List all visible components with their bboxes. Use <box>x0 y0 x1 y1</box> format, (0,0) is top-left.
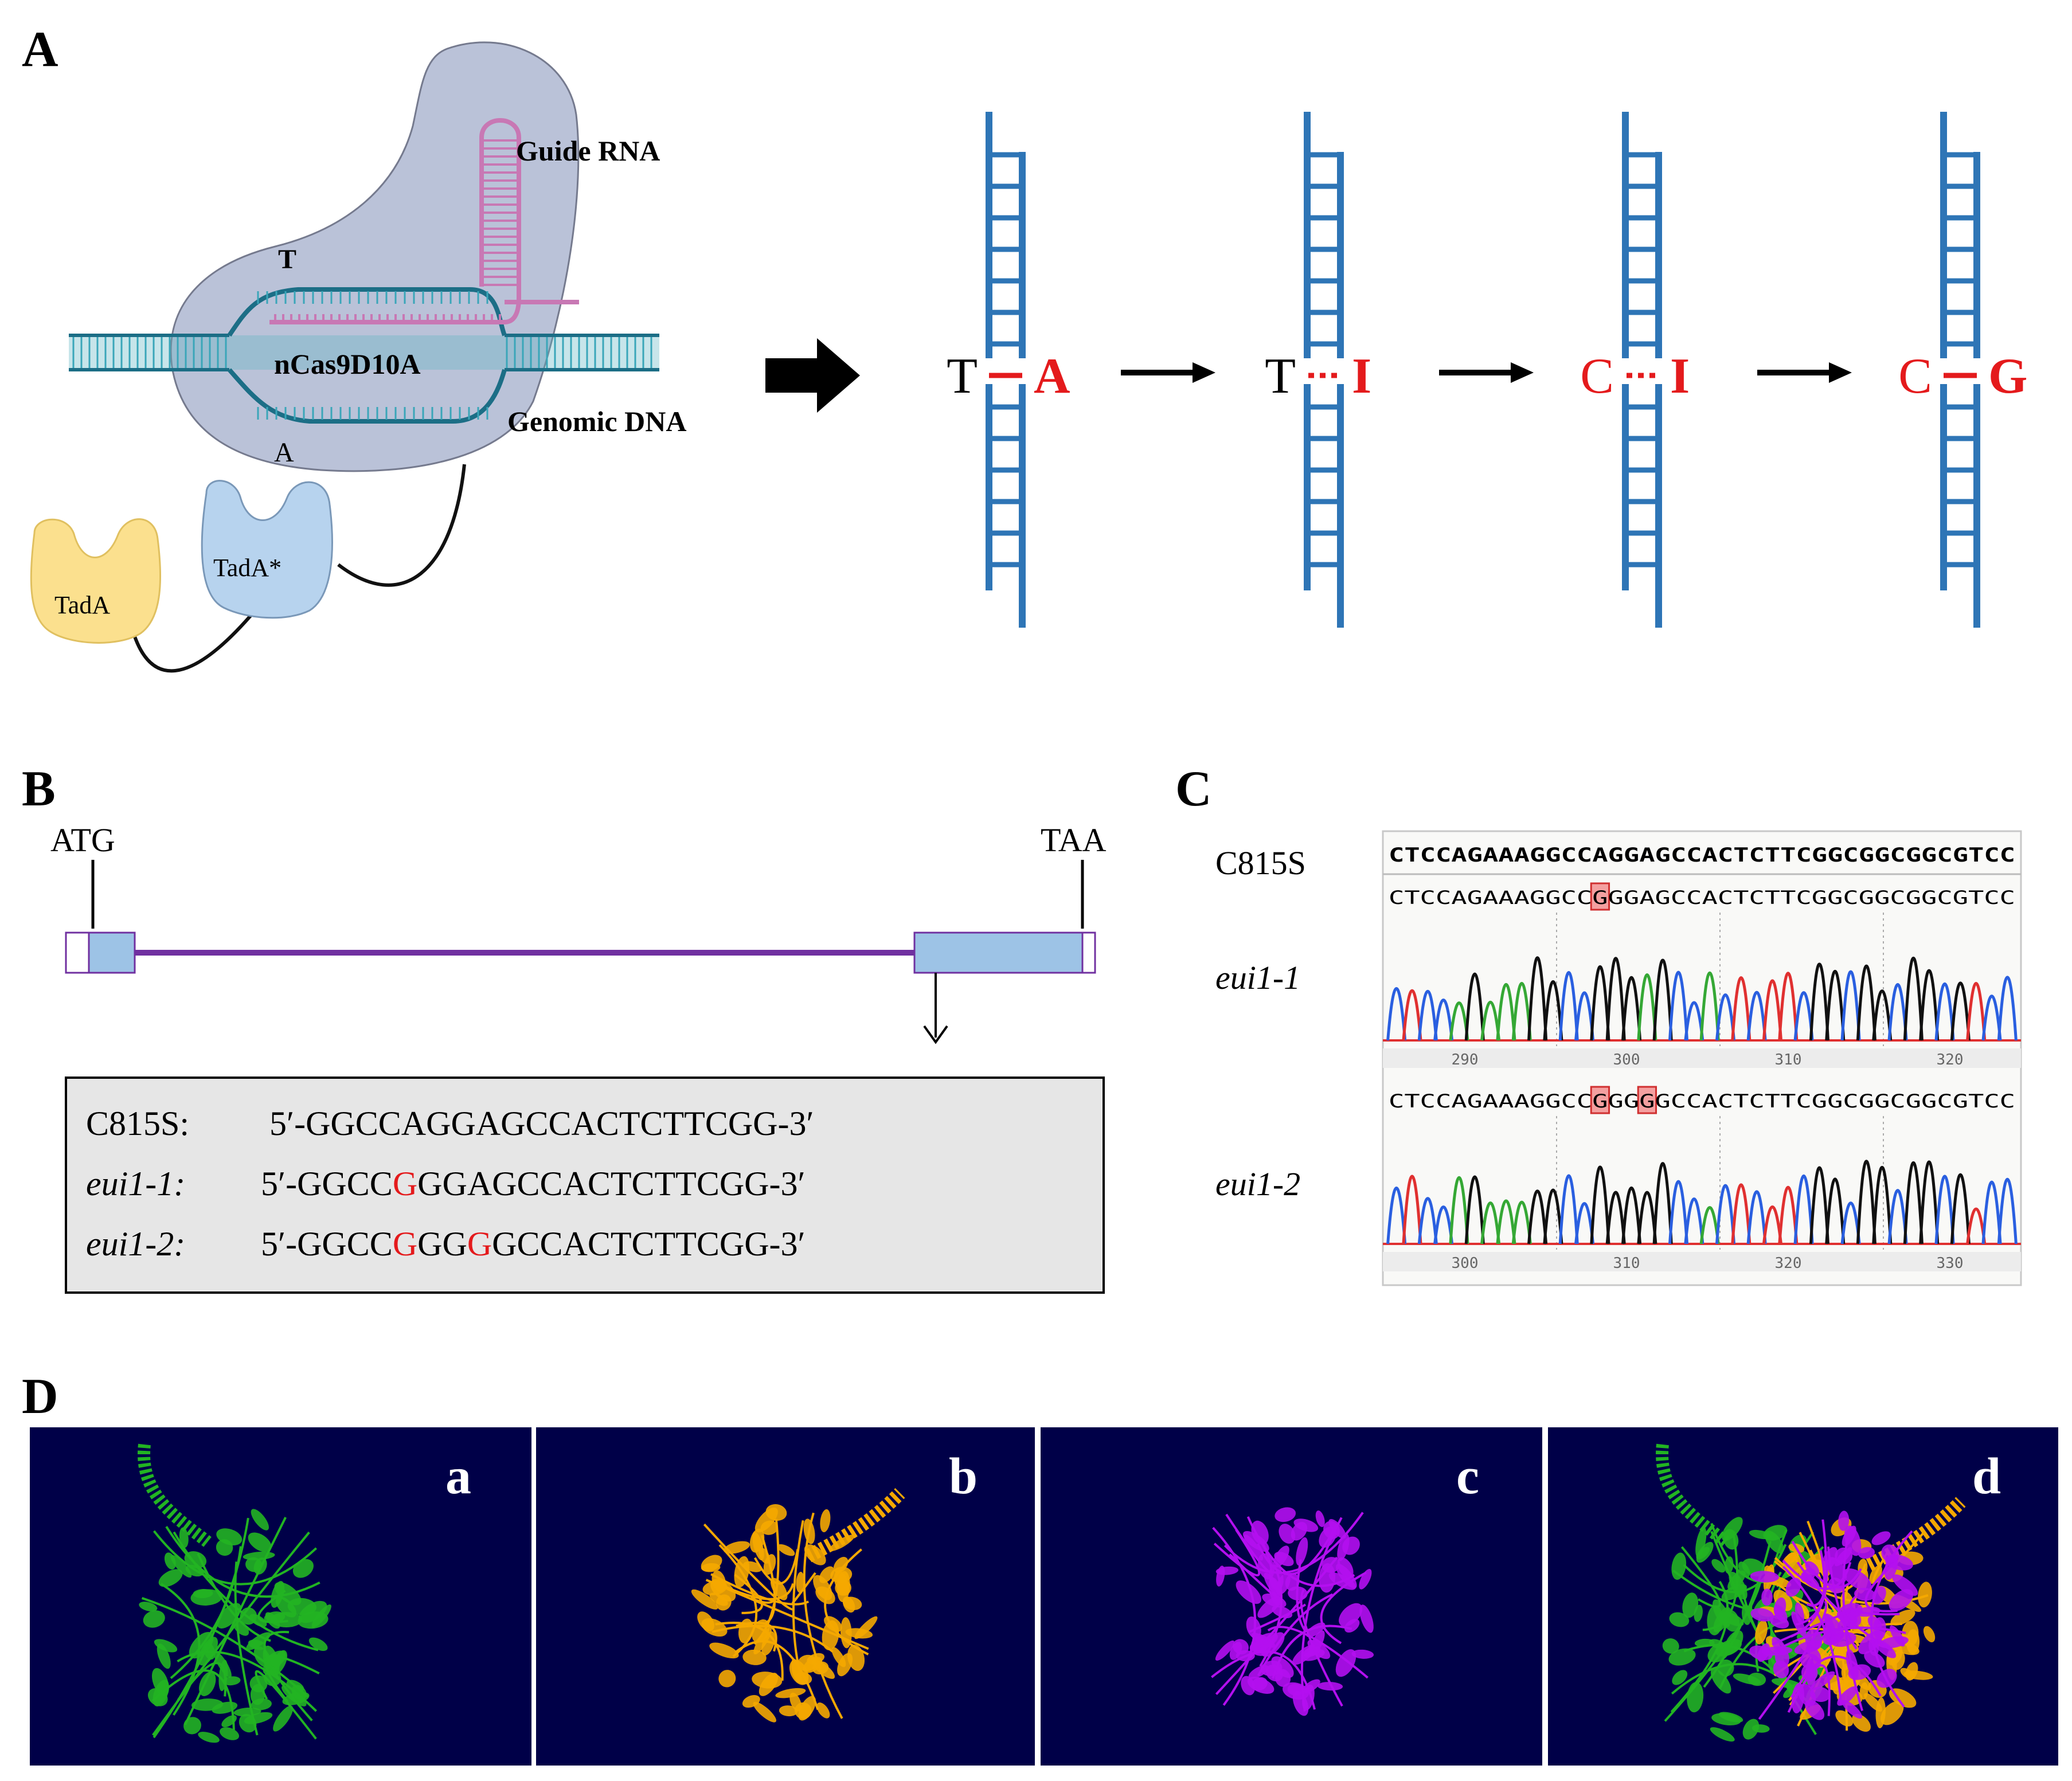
step-left-base: T <box>947 349 978 404</box>
stop-codon-label: TAA <box>1041 821 1107 859</box>
guide-rna-label: Guide RNA <box>516 135 660 167</box>
step-right-base: A <box>1034 349 1070 404</box>
tada-star-label: TadA* <box>213 554 282 582</box>
structure-panel-b: b <box>536 1427 1035 1766</box>
sequence-row: C815S: 5′-GGCCAGGAGCCACTCTTCGG-3′ <box>86 1105 814 1142</box>
sequence-row-seq: 5′-GGCCGGGGGCCACTCTTCGG-3′ <box>261 1225 806 1263</box>
reference-sequence: CTCCAGAAAGGCCAGGAGCCACTCTTCGGCGGCGGCGTCC <box>1389 844 2015 867</box>
step-right-base: I <box>1670 349 1690 404</box>
sequence-row: eui1-1: 5′-GGCCGGGAGCCACTCTTCGG-3′ <box>86 1165 806 1203</box>
position-tick: 310 <box>1613 1255 1640 1272</box>
target-strand-label: T <box>278 244 296 275</box>
structure-panel-c: c <box>1041 1427 1542 1766</box>
linker-tada-star <box>337 464 466 587</box>
step-left-base: C <box>1898 349 1932 404</box>
sequence-row-name: eui1-1: <box>86 1165 185 1203</box>
track-label: eui1-1 <box>1215 959 1300 996</box>
sequence-box: C815S: 5′-GGCCAGGAGCCACTCTTCGG-3′ eui1-1: 5… <box>65 1077 1105 1294</box>
panel-label-a: A <box>22 22 58 77</box>
structure-label: b <box>949 1448 978 1505</box>
adenine-label: A <box>274 437 294 468</box>
sequence-row-name: eui1-2: <box>86 1225 185 1263</box>
guide-rna <box>269 118 579 324</box>
position-tick: 320 <box>1937 1051 1964 1068</box>
position-tick: 300 <box>1613 1051 1640 1068</box>
structure-label: a <box>445 1448 471 1505</box>
panel-label-b: B <box>22 761 56 817</box>
sequence-row: eui1-2: 5′-GGCCGGGGGCCACTCTTCGG-3′ <box>86 1225 806 1263</box>
structure-panel-a: a <box>30 1427 531 1766</box>
position-tick: 330 <box>1937 1255 1964 1272</box>
position-tick: 310 <box>1775 1051 1802 1068</box>
big-arrow <box>765 338 860 413</box>
tada-label: TadA <box>54 591 110 619</box>
step-left-base: T <box>1265 349 1296 404</box>
chromatogram-track: CTCCAGAAAGGCCGGGAGCCACTCTTCGGCGGCGGCGTCC… <box>1215 882 2021 1068</box>
gene-structure: ATG TAA <box>50 821 1107 1044</box>
structure-label: c <box>1456 1448 1479 1505</box>
panel-label-c: C <box>1175 761 1212 817</box>
genomic-dna-label: Genomic DNA <box>507 405 686 437</box>
track-label: eui1-2 <box>1215 1165 1300 1203</box>
sequence-row-seq: 5′-GGCCAGGAGCCACTCTTCGG-3′ <box>269 1105 814 1142</box>
step-right-base: I <box>1352 349 1371 404</box>
sequence-row-seq: 5′-GGCCGGGAGCCACTCTTCGG-3′ <box>261 1165 806 1203</box>
start-codon-label: ATG <box>50 821 115 859</box>
chromatogram-panel: C815S CTCCAGAAAGGCCAGGAGCCACTCTTCGGCGGCG… <box>1215 830 2022 1286</box>
position-tick: 300 <box>1452 1255 1479 1272</box>
step-right-base: G <box>1988 349 2027 404</box>
linker-tada <box>130 609 257 673</box>
ncas9-protein <box>170 41 580 472</box>
protein-structures: a b c d <box>30 1427 2058 1766</box>
panel-label-d: D <box>22 1369 58 1424</box>
chromatogram-track: CTCCAGAAAGGCCGGGGGCCACTCTTCGGCGGCGGCGTCC… <box>1215 1086 2021 1272</box>
reference-label: C815S <box>1215 844 1306 882</box>
tada-star-protein <box>201 480 333 619</box>
genomic-dna-helix <box>69 287 659 424</box>
position-tick: 320 <box>1775 1255 1802 1272</box>
called-sequence: CTCCAGAAAGGCCGGGGGCCACTCTTCGGCGGCGGCGTCC <box>1389 1090 2015 1112</box>
sequence-row-name: C815S: <box>86 1105 189 1142</box>
called-sequence: CTCCAGAAAGGCCGGGAGCCACTCTTCGGCGGCGGCGTCC <box>1389 887 2015 909</box>
structure-label: d <box>1972 1448 2001 1505</box>
exon-2 <box>913 931 1096 974</box>
base-editor-complex: Guide RNA T nCas9D10A A Genomic DNA TadA… <box>30 41 686 673</box>
structure-panel-d: d <box>1548 1427 2058 1766</box>
ncas9-label: nCas9D10A <box>274 348 421 380</box>
position-tick: 290 <box>1452 1051 1479 1068</box>
tada-protein <box>30 518 162 644</box>
step-left-base: C <box>1580 349 1614 404</box>
